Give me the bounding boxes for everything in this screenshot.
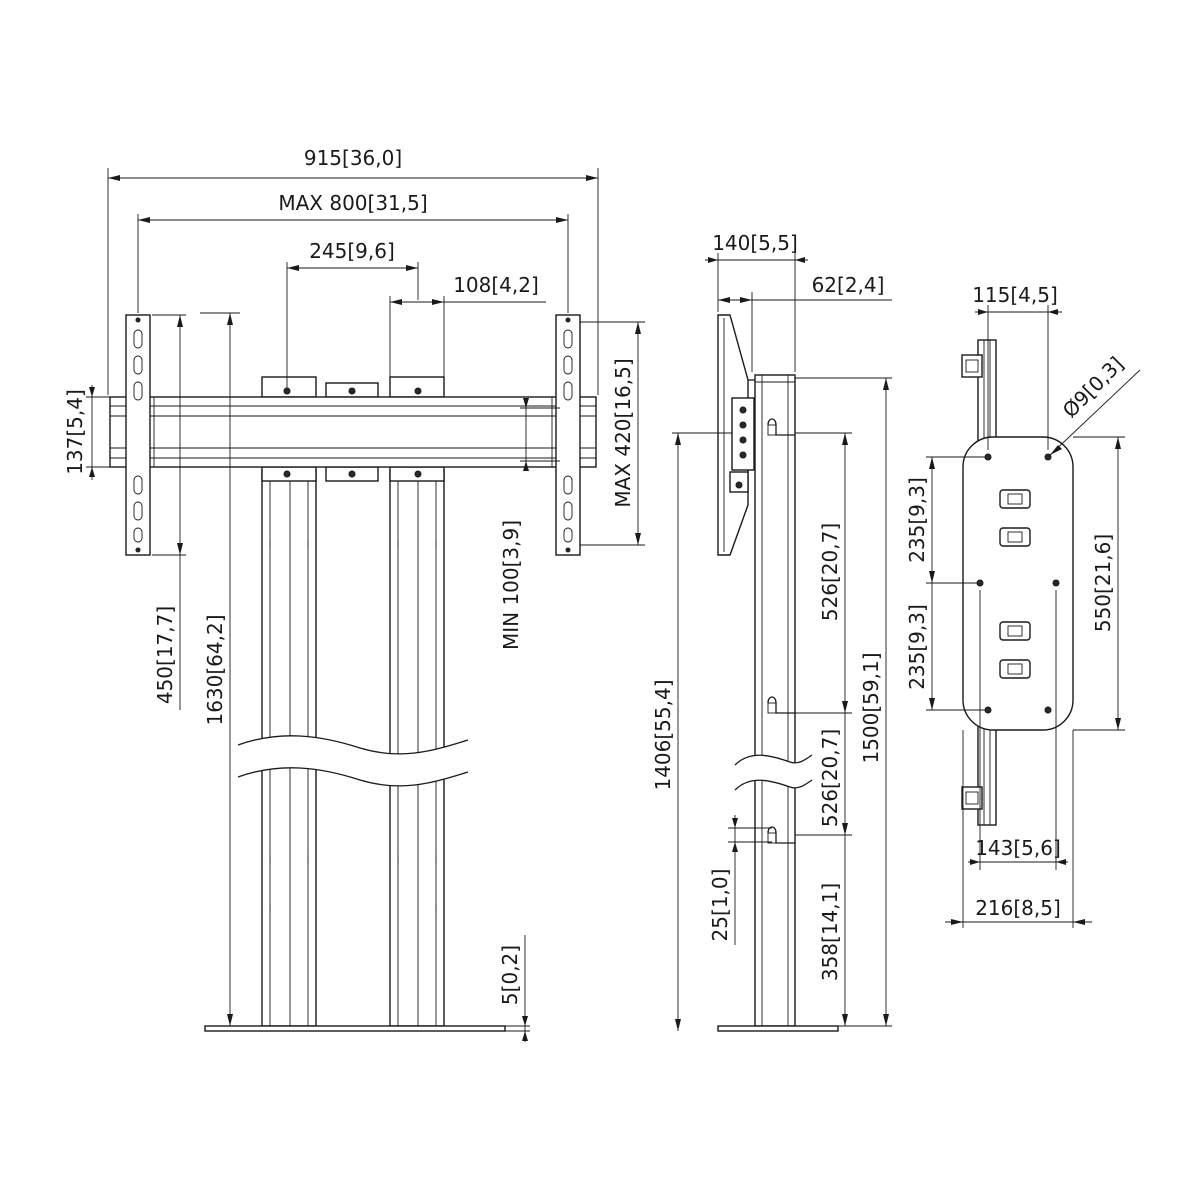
dim-max-800: MAX 800[31,5] — [137, 191, 569, 313]
dim-450-label: 450[17,7] — [153, 606, 177, 704]
dim-min-100-label: MIN 100[3,9] — [499, 520, 523, 650]
dim-358: 358[14,1] — [818, 835, 848, 1026]
dim-62: 62[2,4] — [718, 273, 892, 372]
dim-137-label: 137[5,4] — [63, 389, 87, 475]
dim-max-420-label: MAX 420[16,5] — [611, 358, 635, 507]
dim-diameter-9-label: Ø9[0,3] — [1058, 352, 1129, 423]
dim-235-top-label: 235[9,3] — [905, 477, 929, 563]
dim-143-label: 143[5,6] — [975, 836, 1061, 860]
front-arm-left — [125, 314, 151, 556]
dim-358-label: 358[14,1] — [818, 883, 842, 981]
dim-526-top: 526[20,7] — [795, 432, 852, 714]
dim-143: 143[5,6] — [968, 590, 1068, 870]
dim-25: 25[1,0] — [708, 815, 772, 945]
dim-915-label: 915[36,0] — [304, 146, 402, 170]
dim-25-label: 25[1,0] — [708, 869, 732, 942]
side-hooks — [767, 418, 795, 844]
dim-1406-label: 1406[55,4] — [651, 679, 675, 790]
dim-1630: 1630[64,2] — [200, 312, 240, 1026]
dim-526-top-label: 526[20,7] — [818, 523, 842, 621]
dim-max-800-label: MAX 800[31,5] — [278, 191, 427, 215]
dim-62-label: 62[2,4] — [812, 273, 885, 297]
front-view: 915[36,0] MAX 800[31,5] 245[9,6] — [63, 146, 645, 1042]
dim-216: 216[8,5] — [945, 730, 1092, 928]
dim-1406: 1406[55,4] — [651, 432, 732, 1031]
mounting-plate — [962, 436, 1074, 731]
dim-108: 108[4,2] — [389, 273, 546, 377]
side-view: 140[5,5] 62[2,4] 1406[55,4] 526[20,7] — [651, 231, 892, 1032]
dim-min-100: MIN 100[3,9] — [499, 398, 560, 650]
plate-view: 115[4,5] Ø9[0,3] 235[9,3] 235[9,3] — [905, 283, 1141, 928]
dim-526-bottom-label: 526[20,7] — [818, 729, 842, 827]
dim-5-label: 5[0,2] — [498, 945, 522, 1005]
dim-1630-label: 1630[64,2] — [203, 614, 227, 725]
dim-235-bottom-label: 235[9,3] — [905, 604, 929, 690]
side-screen — [717, 314, 755, 556]
dim-915: 915[36,0] — [107, 146, 599, 395]
dim-450: 450[17,7] — [152, 314, 186, 710]
plate-slots — [999, 489, 1031, 679]
dim-137: 137[5,4] — [63, 385, 110, 480]
front-arm-right — [555, 314, 581, 556]
dim-216-label: 216[8,5] — [975, 896, 1061, 920]
dim-115-label: 115[4,5] — [972, 283, 1058, 307]
dim-5: 5[0,2] — [498, 935, 530, 1042]
front-break-mark — [237, 735, 469, 787]
dim-235-top: 235[9,3] — [905, 456, 985, 584]
dim-235-bottom: 235[9,3] — [905, 583, 985, 711]
dim-115: 115[4,5] — [972, 283, 1062, 450]
dim-550-label: 550[21,6] — [1091, 534, 1115, 632]
dim-1500-label: 1500[59,1] — [859, 652, 883, 763]
side-break-mark — [734, 754, 813, 791]
dim-245-label: 245[9,6] — [309, 239, 395, 263]
dim-140: 140[5,5] — [705, 231, 808, 372]
dim-140-label: 140[5,5] — [712, 231, 798, 255]
front-rail — [109, 396, 597, 468]
side-column — [754, 374, 796, 1027]
dim-526-bottom: 526[20,7] — [795, 713, 852, 836]
dim-max-420: MAX 420[16,5] — [580, 321, 645, 546]
dim-108-label: 108[4,2] — [453, 273, 539, 297]
side-base-plate — [717, 1025, 839, 1032]
dim-245: 245[9,6] — [286, 239, 419, 388]
dim-diameter-9: Ø9[0,3] — [1047, 352, 1141, 458]
front-base-plate — [204, 1025, 506, 1032]
dim-1500: 1500[59,1] — [795, 377, 892, 1027]
dim-550: 550[21,6] — [1073, 436, 1125, 731]
